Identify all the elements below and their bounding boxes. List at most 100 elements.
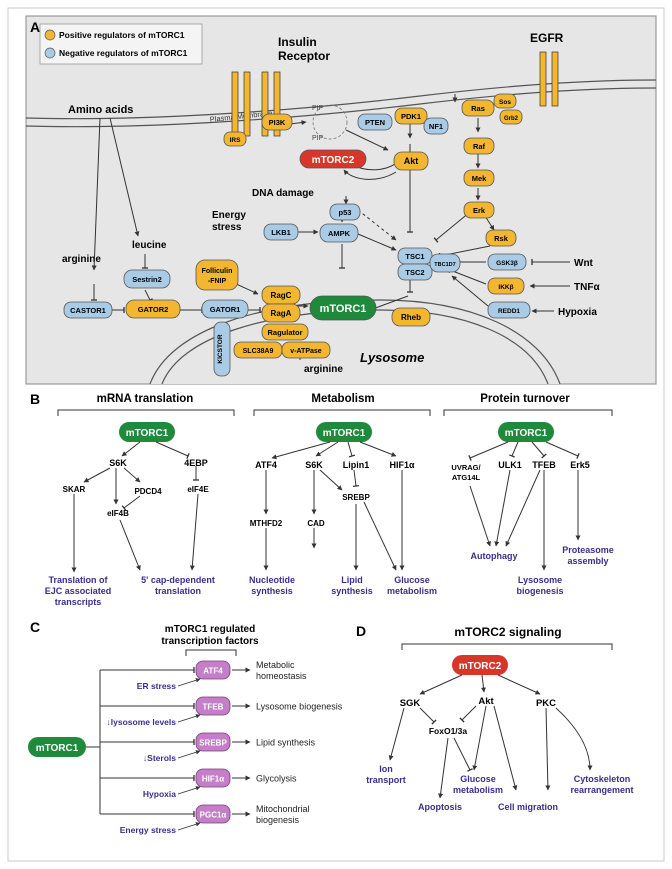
c-tf-node [195, 660, 231, 680]
c-output-label: Metabolic [256, 660, 295, 670]
node-sos [493, 93, 517, 109]
node-tsc2-label: TSC2 [405, 268, 424, 277]
b-4ebp: 4EBP [184, 458, 208, 468]
node-ampk [319, 223, 359, 243]
node-kicstor-label: KICSTOR [217, 334, 224, 363]
lysosome-inner [161, 309, 549, 385]
panel-c-title-2: transcription factors [161, 636, 259, 647]
panel-a-nodes [63, 93, 531, 377]
d-sgk: SGK [400, 698, 421, 709]
node-ras-label: Ras [471, 104, 485, 113]
b-eif4b: eIF4B [107, 509, 129, 518]
out-autophagy: Autophagy [471, 551, 518, 561]
c-input-label: Energy stress [120, 825, 176, 835]
hub-protein [498, 422, 554, 442]
c-input-arrow [177, 678, 201, 687]
b-uvrag-1: UVRAG/ [451, 463, 481, 472]
node-gsk3b [487, 253, 527, 271]
d-pkc: PKC [536, 698, 556, 709]
legend-box [39, 23, 203, 65]
pip-cycle [312, 104, 348, 140]
b-s6k: S6K [109, 458, 127, 468]
b-tfeb: TFEB [532, 460, 556, 470]
node-mtorc1 [309, 295, 377, 321]
hub-metabolism [316, 422, 372, 442]
out-lip-2: synthesis [331, 586, 373, 596]
c-output-label: Lysosome biogenesis [256, 702, 343, 712]
c-input-label: ↓lysosome levels [107, 717, 177, 727]
dna-damage-label: DNA damage [252, 188, 314, 199]
panel-c: C mTORC1 regulated transcription factors… [28, 619, 343, 835]
d-out-glu-1: Glucose [460, 774, 496, 784]
node-grb2-label: Grb2 [504, 116, 519, 122]
node-pi3k [261, 113, 293, 131]
node-akt [393, 151, 429, 171]
node-tbc1d7-label: TBC1D7 [434, 262, 455, 268]
b-lipin1: Lipin1 [343, 460, 370, 470]
wnt-label: Wnt [574, 258, 594, 269]
amino-acids-label: Amino acids [68, 104, 133, 116]
c-output-label: Mitochondrial [256, 804, 310, 814]
b-skar: SKAR [63, 485, 86, 494]
node-gator2-label: GATOR2 [138, 305, 169, 314]
c-input-label: ER stress [137, 681, 176, 691]
b-hif1a: HIF1α [389, 460, 415, 470]
hub-metabolism-label: mTORC1 [323, 428, 366, 439]
out-prot-1: Proteasome [562, 545, 614, 555]
out-prot-2: assembly [567, 556, 608, 566]
node-vatpase [281, 341, 331, 359]
energy-stress-label-1: Energy [212, 210, 246, 221]
panel-d-bracket [401, 643, 613, 650]
d-out-cyto-2: rearrangement [570, 785, 633, 795]
node-pten [357, 113, 393, 131]
panel-d-hub-label: mTORC2 [459, 661, 502, 672]
node-sos-label: Sos [499, 99, 511, 106]
node-tsc1-label: TSC1 [405, 252, 424, 261]
panel-a-node-labels: IRS PI3K PTEN mTORC2 PDK1 Akt NF1 Ras So… [70, 99, 520, 364]
panel-c-hub-label: mTORC1 [36, 743, 79, 754]
node-tbc1d7 [429, 253, 461, 273]
node-akt-label: Akt [404, 156, 419, 166]
node-folliculin-label-1: Folliculin [202, 268, 233, 275]
node-gator2 [125, 299, 181, 319]
section-protein-title: Protein turnover [480, 393, 570, 405]
legend: Positive regulators of mTORC1 Negative r… [39, 23, 203, 65]
d-out-glu-2: metabolism [453, 785, 503, 795]
node-castor1-label: CASTOR1 [70, 306, 106, 315]
node-mek-label: Mek [472, 174, 487, 183]
legend-positive-swatch [44, 29, 56, 41]
c-tf-label: HIF1α [202, 775, 224, 784]
c-tf-node [195, 804, 231, 824]
out-lyso-1: Lysosome [518, 575, 562, 585]
node-ragulator [261, 323, 309, 341]
out-glu-2: metabolism [387, 586, 437, 596]
panel-d-hub [452, 655, 508, 675]
egfr-label: EGFR [530, 31, 564, 45]
c-tf-label: SREBP [199, 739, 227, 748]
node-redd1-label: REDD1 [498, 308, 520, 315]
hub-protein-label: mTORC1 [505, 428, 548, 439]
c-tf-node [195, 768, 231, 788]
node-ragc-label: RagC [271, 291, 292, 300]
panel-b: B mRNA translation Metabolism Protein tu… [30, 391, 614, 607]
section-metabolism-title: Metabolism [311, 393, 374, 405]
legend-negative-label: Negative regulators of mTORC1 [59, 48, 188, 58]
node-irs [223, 131, 247, 147]
panel-d-outputs: Ion transport Apoptosis Glucose metaboli… [366, 764, 633, 812]
d-out-ion-1: Ion [379, 764, 393, 774]
node-kicstor [213, 321, 231, 377]
node-ampk-label: AMPK [328, 229, 351, 238]
panel-d-node-labels: SGK Akt PKC FoxO1/3a [400, 696, 556, 736]
panel-d-letter: D [356, 623, 366, 639]
panel-b-outputs: Translation of EJC associated transcript… [45, 545, 614, 607]
legend-positive-label: Positive regulators of mTORC1 [59, 30, 185, 40]
node-ikkb-label: IKKβ [498, 284, 513, 291]
lysosome-label: Lysosome [360, 350, 424, 365]
panel-c-title-1: mTORC1 regulated [165, 624, 255, 635]
c-tf-node [195, 696, 231, 716]
node-castor1 [63, 301, 113, 319]
node-grb2 [499, 109, 523, 125]
b-srebp: SREBP [342, 493, 370, 502]
out-ejc-1: Translation of [48, 575, 108, 585]
